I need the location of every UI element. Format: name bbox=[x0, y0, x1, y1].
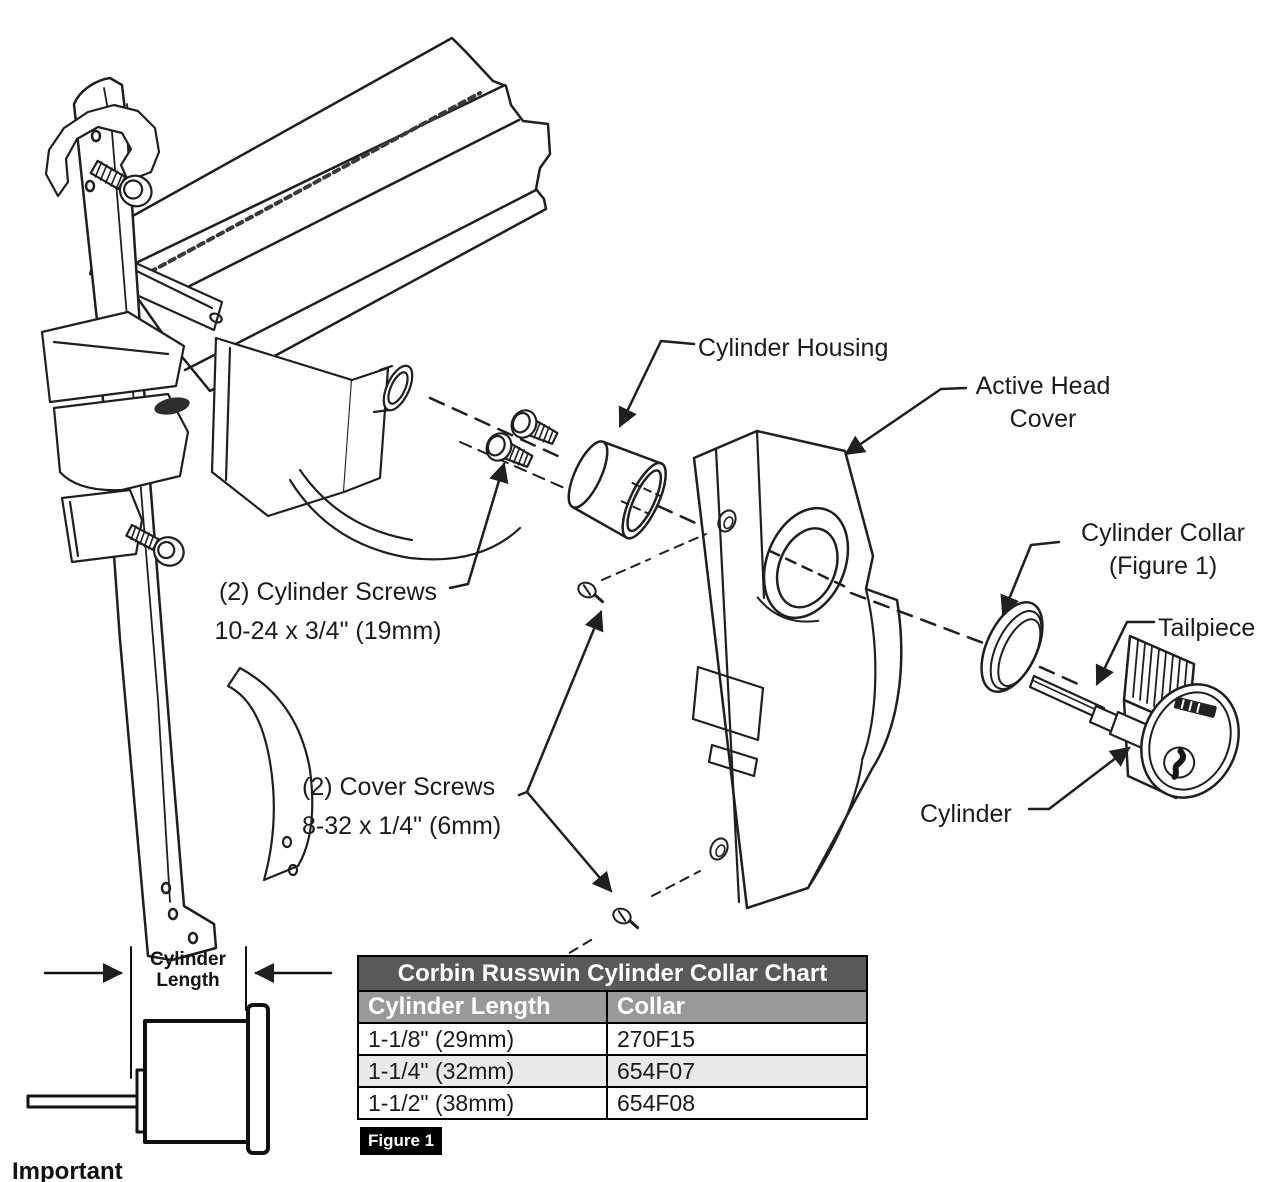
cylinder-part bbox=[1028, 634, 1240, 800]
collar-chart-table: Corbin Russwin Cylinder Collar Chart Cyl… bbox=[357, 955, 868, 1120]
loose-screw bbox=[125, 523, 185, 567]
stamped-text-marks bbox=[148, 91, 482, 274]
label-cylinder-collar: Cylinder Collar (Figure 1) bbox=[1081, 519, 1245, 580]
cylinder-screws bbox=[485, 409, 559, 468]
lower-arm bbox=[226, 666, 314, 882]
label-cover-screws: (2) Cover Screws 8-32 x 1/4" (6mm) bbox=[302, 773, 502, 840]
label-active-head-cover: Active Head Cover bbox=[975, 372, 1111, 433]
cylinder-housing-part bbox=[567, 440, 667, 540]
table-row: 1-1/8" (29mm) 270F15 bbox=[357, 1022, 868, 1056]
leader-active-head-cover bbox=[844, 386, 968, 456]
leader-lines bbox=[448, 339, 1156, 893]
label-cylinder-screws: (2) Cylinder Screws 10-24 x 3/4" (19mm) bbox=[214, 578, 442, 645]
tailpiece-part bbox=[1028, 674, 1152, 750]
label-cylinder: Cylinder bbox=[920, 800, 1012, 828]
top-bracket bbox=[44, 103, 161, 198]
column-header-cylinder-length: Cylinder Length bbox=[357, 990, 608, 1024]
leader-cylinder-housing bbox=[618, 339, 696, 428]
label-cylinder-housing: Cylinder Housing bbox=[698, 334, 889, 362]
figure-1-badge: Figure 1 bbox=[360, 1127, 443, 1155]
leader-cylinder-collar bbox=[1000, 540, 1061, 616]
cylinder-length-figure bbox=[26, 946, 333, 1155]
top-screw bbox=[89, 159, 153, 208]
leader-cover-screws-top bbox=[517, 610, 604, 797]
leader-cylinder-screws bbox=[448, 462, 509, 590]
important-heading: Important bbox=[12, 1158, 123, 1182]
label-cylinder-length-dimension: Cylinder Length bbox=[149, 949, 227, 991]
cylinder-face bbox=[1140, 683, 1240, 799]
cover-screws bbox=[555, 533, 707, 962]
label-tailpiece: Tailpiece bbox=[1158, 614, 1256, 642]
table-title-row: Corbin Russwin Cylinder Collar Chart bbox=[357, 955, 868, 992]
center-line-tailpiece bbox=[1038, 665, 1080, 686]
cylinder-collar-part bbox=[980, 600, 1044, 694]
leader-cylinder bbox=[1027, 746, 1131, 811]
center-line-collar bbox=[849, 591, 988, 646]
latch-wedges bbox=[40, 310, 190, 564]
active-head-cover-part bbox=[691, 429, 903, 910]
table-header-row: Cylinder Length Collar bbox=[357, 990, 868, 1024]
cover-screw-hole-bottom bbox=[709, 837, 729, 861]
column-header-collar: Collar bbox=[606, 990, 868, 1024]
table-row: 1-1/2" (38mm) 654F08 bbox=[357, 1086, 868, 1120]
table-title: Corbin Russwin Cylinder Collar Chart bbox=[357, 955, 868, 992]
leader-tailpiece bbox=[1095, 620, 1156, 686]
table-row: 1-1/4" (32mm) 654F07 bbox=[357, 1054, 868, 1088]
cover-screw-hole-top bbox=[717, 509, 737, 533]
leader-cover-screws-bottom bbox=[525, 790, 613, 893]
